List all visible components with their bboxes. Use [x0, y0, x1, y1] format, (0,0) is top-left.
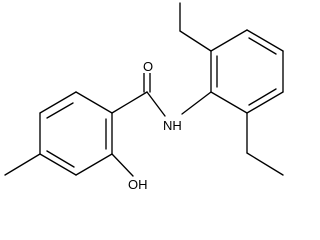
hydroxyl-bond — [111, 153, 134, 177]
amide-nitrogen-label: NH — [162, 118, 183, 133]
right-ring-bond — [246, 91, 284, 114]
right-ring-inner-bond — [248, 88, 277, 106]
bottom-ethyl-bond — [246, 152, 284, 176]
molecule-skeleton — [4, 2, 284, 177]
hydroxyl-label: OH — [127, 177, 149, 192]
right-ring-bond — [246, 29, 284, 52]
left-ring-inner-bond — [46, 150, 75, 168]
right-ring-bond — [210, 91, 248, 114]
right-ring-bond — [210, 29, 248, 52]
methyl-bond — [4, 153, 41, 176]
ring-to-carbonyl-bond — [111, 91, 148, 114]
carbonyl-to-nitrogen-bond — [146, 91, 166, 117]
left-ring-inner-bond — [46, 102, 74, 119]
left-ring-bond — [75, 91, 113, 114]
structure-canvas: O NH OH — [4, 2, 284, 192]
top-ethyl-bond — [179, 30, 212, 52]
nitrogen-to-ring-bond — [181, 91, 212, 115]
left-ring-bond — [75, 153, 113, 176]
carbonyl-oxygen-label: O — [142, 59, 155, 74]
left-ring-bond — [39, 91, 77, 114]
left-ring-bond — [39, 153, 77, 176]
right-ring-inner-bond — [248, 37, 277, 55]
